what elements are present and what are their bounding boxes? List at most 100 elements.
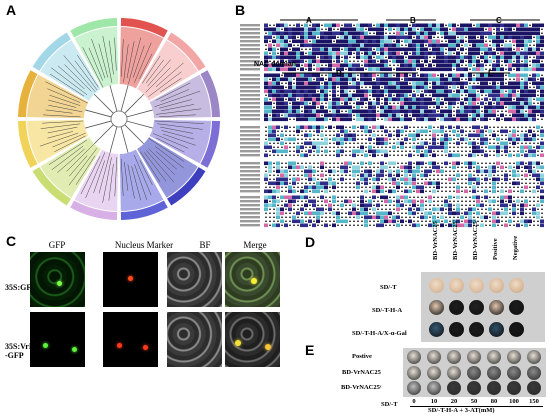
tree-leaf-branch (45, 81, 88, 104)
alignment-residue (388, 93, 392, 98)
alignment-residue (268, 109, 272, 114)
alignment-residue (337, 28, 339, 30)
alignment-residue (472, 219, 476, 224)
alignment-residue (468, 89, 472, 94)
alignment-residue (321, 204, 323, 206)
alignment-residue (456, 51, 460, 56)
alignment-residue (469, 200, 471, 202)
alignment-residue (368, 203, 372, 208)
alignment-residue (308, 59, 312, 64)
alignment-residue (493, 196, 495, 198)
alignment-residue (293, 212, 295, 214)
alignment-residue (472, 27, 476, 32)
alignment-residue (392, 81, 396, 86)
alignment-residue (509, 182, 511, 184)
alignment-residue (449, 166, 451, 168)
alignment-residue (376, 125, 380, 130)
alignment-residue (373, 170, 375, 172)
alignment-residue (445, 102, 447, 104)
alignment-residue (476, 97, 480, 102)
alignment-residue (481, 196, 483, 198)
alignment-residue (444, 43, 448, 48)
alignment-residue (401, 216, 403, 218)
alignment-residue (380, 39, 384, 44)
alignment-residue (308, 185, 312, 190)
alignment-residue (385, 146, 387, 148)
alignment-residue (476, 85, 480, 90)
alignment-residue (421, 126, 423, 128)
alignment-residue (308, 211, 312, 216)
alignment-residue (272, 31, 276, 36)
alignment-residue (472, 113, 476, 118)
alignment-residue (265, 170, 267, 172)
alignment-residue (492, 55, 496, 60)
alignment-residue (477, 216, 479, 218)
alignment-residue (529, 126, 531, 128)
alignment-residue (349, 146, 351, 148)
alignment-residue (296, 145, 300, 150)
alignment-residue (293, 78, 295, 80)
alignment-residue (489, 142, 491, 144)
alignment-residue (457, 48, 459, 50)
alignment-residue (304, 125, 308, 130)
alignment-residue (513, 216, 515, 218)
alignment-residue (449, 170, 451, 172)
alignment-residue (329, 138, 331, 140)
alignment-residue (396, 203, 400, 208)
alignment-residue (265, 166, 267, 168)
alignment-residue (273, 44, 275, 46)
alignment-seq-name (240, 182, 260, 185)
alignment-residue (525, 150, 527, 152)
alignment-residue (532, 77, 536, 82)
at3-colony (427, 381, 441, 395)
alignment-residue (269, 150, 271, 152)
alignment-residue (420, 67, 424, 72)
alignment-residue (384, 105, 388, 110)
e-tick-80: 80 (490, 398, 498, 405)
alignment-residue (516, 137, 520, 142)
alignment-residue (269, 224, 271, 226)
alignment-residue (304, 39, 308, 44)
alignment-residue (329, 118, 331, 120)
alignment-residue (408, 181, 412, 186)
alignment-residue (333, 174, 335, 176)
alignment-residue (340, 177, 344, 182)
alignment-residue (325, 78, 327, 80)
alignment-residue (361, 60, 363, 62)
alignment-residue (293, 118, 295, 120)
alignment-residue (268, 165, 272, 170)
alignment-residue (520, 43, 524, 48)
alignment-residue (321, 102, 323, 104)
alignment-residue (417, 28, 419, 30)
alignment-residue (508, 165, 512, 170)
alignment-residue (481, 60, 483, 62)
alignment-residue (444, 137, 448, 142)
alignment-residue (468, 105, 472, 110)
tree-leaf-branch (157, 123, 203, 130)
alignment-residue (501, 110, 503, 112)
y2h-colony (469, 300, 484, 315)
alignment-residue (389, 126, 391, 128)
alignment-residue (284, 73, 288, 78)
alignment-residue (456, 59, 460, 64)
alignment-residue (380, 63, 384, 68)
alignment-residue (484, 195, 488, 200)
alignment-residue (373, 78, 375, 80)
alignment-residue (364, 93, 368, 98)
alignment-residue (356, 185, 360, 190)
alignment-residue (456, 223, 460, 228)
alignment-residue (413, 130, 415, 132)
alignment-residue (325, 154, 327, 156)
alignment-residue (453, 90, 455, 92)
alignment-residue (524, 117, 528, 122)
alignment-residue (344, 39, 348, 44)
alignment-residue (296, 211, 300, 216)
alignment-residue (301, 106, 303, 108)
alignment-residue (312, 23, 316, 28)
alignment-residue (412, 67, 416, 72)
alignment-residue (453, 190, 455, 192)
alignment-residue (528, 77, 532, 82)
alignment-residue (456, 207, 460, 212)
alignment-residue (485, 212, 487, 214)
alignment-residue (344, 55, 348, 60)
